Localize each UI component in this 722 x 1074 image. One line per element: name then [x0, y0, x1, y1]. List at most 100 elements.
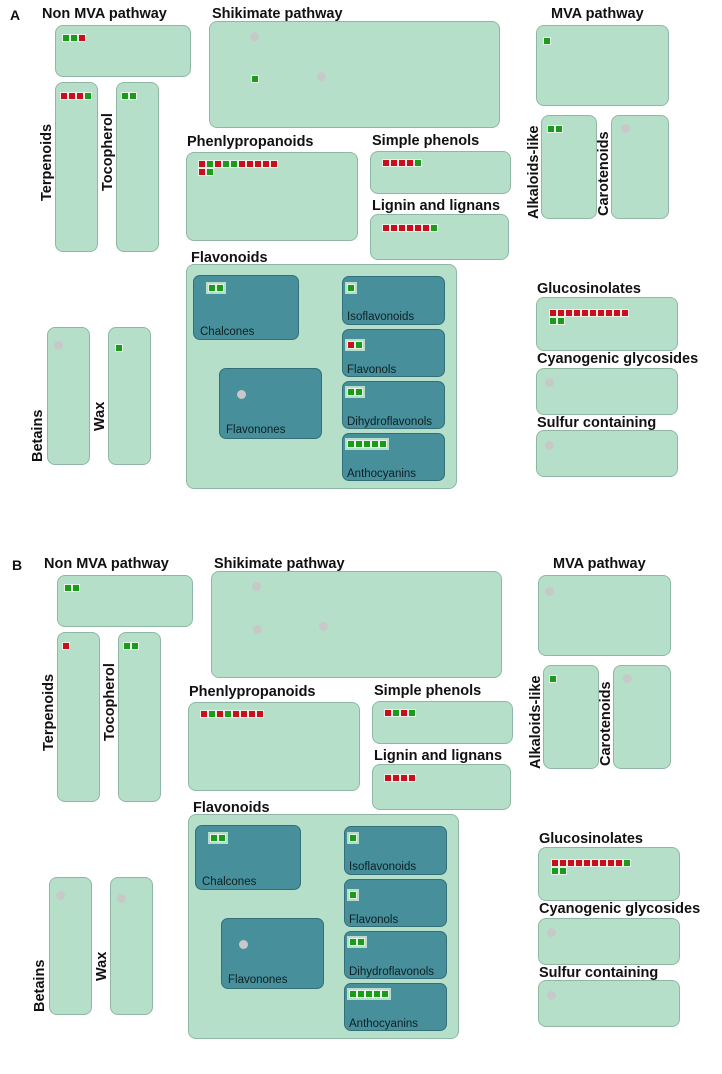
down-regulated-marker [557, 317, 565, 325]
down-regulated-marker [62, 34, 70, 42]
down-regulated-marker [355, 341, 363, 349]
label-flavonones: Flavonones [226, 424, 286, 436]
up-regulated-marker [613, 309, 621, 317]
box-sulfur [538, 980, 680, 1027]
title-glucosinolates: Glucosinolates [539, 831, 643, 847]
title-wax: Wax [94, 951, 110, 981]
down-regulated-marker [408, 709, 416, 717]
box-flavonoids: Chalcones Isoflavonoids Flavonols Flavon… [186, 264, 457, 489]
box-isoflavonoids: Isoflavonoids [344, 826, 447, 875]
empty-marker [54, 341, 63, 350]
empty-marker [56, 891, 65, 900]
up-regulated-marker [398, 159, 406, 167]
down-regulated-marker [206, 168, 214, 176]
squares-anthocyanins [345, 438, 389, 450]
empty-marker [623, 674, 632, 683]
up-regulated-marker [232, 710, 240, 718]
up-regulated-marker [597, 309, 605, 317]
down-regulated-marker [371, 440, 379, 448]
title-simple-phenols: Simple phenols [372, 133, 480, 149]
box-phenylpropanoids [188, 702, 360, 791]
up-regulated-marker [390, 224, 398, 232]
empty-marker [250, 32, 259, 41]
up-regulated-marker [406, 224, 414, 232]
up-regulated-marker [76, 92, 84, 100]
down-regulated-marker [349, 891, 357, 899]
box-anthocyanins: Anthocyanins [344, 983, 447, 1031]
up-regulated-marker [565, 309, 573, 317]
label-chalcones: Chalcones [202, 876, 257, 888]
box-alkaloids [543, 665, 599, 769]
up-regulated-marker [68, 92, 76, 100]
down-regulated-marker [357, 990, 365, 998]
panel-letter: B [12, 557, 23, 573]
up-regulated-marker [384, 774, 392, 782]
up-regulated-marker [605, 309, 613, 317]
label-chalcones: Chalcones [200, 326, 255, 338]
up-regulated-marker [240, 710, 248, 718]
up-regulated-marker [607, 859, 615, 867]
up-regulated-marker [347, 341, 355, 349]
empty-marker [317, 72, 326, 81]
box-simple-phenols [370, 151, 511, 194]
down-regulated-marker [347, 440, 355, 448]
empty-marker [239, 940, 248, 949]
box-terpenoids [57, 632, 100, 802]
squares-isoflavonoids [347, 832, 359, 844]
up-regulated-marker [200, 710, 208, 718]
label-isoflavonoids: Isoflavonoids [347, 311, 415, 323]
title-alkaloids: Alkaloids-like [526, 125, 542, 219]
up-regulated-marker [198, 168, 206, 176]
up-regulated-marker [256, 710, 264, 718]
up-regulated-marker [567, 859, 575, 867]
up-regulated-marker [238, 160, 246, 168]
empty-marker [237, 390, 246, 399]
box-tocopherol [118, 632, 161, 802]
down-regulated-marker [379, 440, 387, 448]
down-regulated-marker [543, 37, 551, 45]
title-mva: MVA pathway [553, 556, 646, 572]
up-regulated-marker [382, 224, 390, 232]
label-isoflavonoids: Isoflavonoids [349, 861, 417, 873]
squares-chalcones [208, 832, 228, 844]
box-shikimate [209, 21, 500, 128]
down-regulated-marker [551, 867, 559, 875]
title-lignin: Lignin and lignans [374, 748, 503, 764]
empty-marker [547, 928, 556, 937]
down-regulated-marker [84, 92, 92, 100]
down-regulated-marker [131, 642, 139, 650]
box-wax [108, 327, 151, 465]
up-regulated-marker [254, 160, 262, 168]
box-mva [538, 575, 671, 656]
box-wax [110, 877, 153, 1015]
box-glucosinolates [538, 847, 680, 901]
panel-a: A Non MVA pathway Shikimate pathway MVA … [0, 0, 722, 525]
box-terpenoids [55, 82, 98, 252]
box-anthocyanins: Anthocyanins [342, 433, 445, 481]
empty-marker [252, 582, 261, 591]
up-regulated-marker [78, 34, 86, 42]
up-regulated-marker [382, 159, 390, 167]
up-regulated-marker [198, 160, 206, 168]
down-regulated-marker [623, 859, 631, 867]
up-regulated-marker [575, 859, 583, 867]
squares-anthocyanins [347, 988, 391, 1000]
down-regulated-marker [206, 160, 214, 168]
title-flavonoids: Flavonoids [193, 800, 270, 816]
label-flavonols: Flavonols [349, 914, 399, 926]
down-regulated-marker [230, 160, 238, 168]
squares-flavonols [345, 339, 365, 351]
down-regulated-marker [347, 388, 355, 396]
title-carotenoids: Carotenoids [598, 681, 614, 766]
down-regulated-marker [373, 990, 381, 998]
down-regulated-marker [559, 867, 567, 875]
down-regulated-marker [349, 990, 357, 998]
box-lignin [372, 764, 511, 810]
up-regulated-marker [599, 859, 607, 867]
up-regulated-marker [422, 224, 430, 232]
down-regulated-marker [549, 675, 557, 683]
box-flavonones: Flavonones [219, 368, 322, 439]
down-regulated-marker [357, 938, 365, 946]
down-regulated-marker [430, 224, 438, 232]
down-regulated-marker [64, 584, 72, 592]
